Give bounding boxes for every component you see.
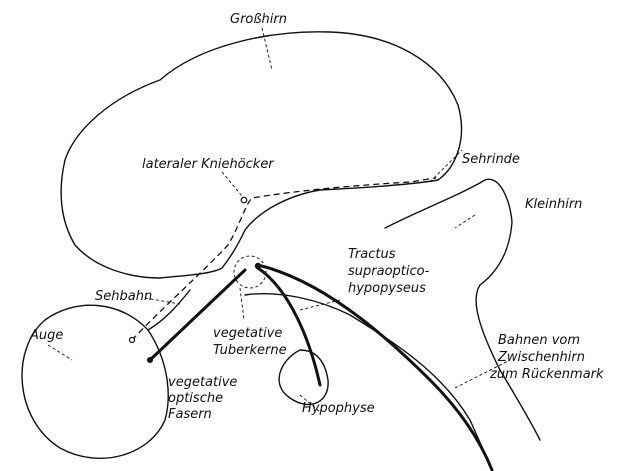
label-veg-opt-3: Fasern (168, 407, 212, 422)
leader-kniehoecker (222, 172, 242, 196)
nucleus-dot-1 (255, 263, 261, 269)
nucleus-dot-2 (147, 357, 153, 363)
optic-stalk (148, 290, 190, 330)
label-bahnen-1: Bahnen vom (498, 333, 580, 348)
label-veg-tuber-2: Tuberkerne (213, 343, 287, 358)
label-kleinhirn: Kleinhirn (525, 197, 582, 212)
label-tractus-1: Tractus (348, 247, 396, 262)
label-sehbahn: Sehbahn (95, 289, 152, 304)
label-bahnen-3: zum Rückenmark (489, 367, 604, 382)
label-bahnen-2: Zwischenhirn (497, 350, 585, 365)
leader-kleinhirn (455, 215, 475, 228)
label-veg-tuber-1: vegetative (213, 326, 282, 341)
retina-dot (130, 338, 135, 343)
label-sehrinde: Sehrinde (462, 152, 520, 167)
label-auge: Auge (29, 328, 63, 343)
leader-tuber (240, 288, 244, 320)
leader-grosshirn (262, 28, 272, 70)
brainstem-outline (385, 179, 540, 440)
label-lateraler-kniehoecker: lateraler Kniehöcker (142, 157, 275, 172)
label-tractus-3: hypopyseus (348, 281, 426, 296)
label-hypophyse: Hypophyse (302, 401, 375, 416)
pituitary-outline (279, 350, 328, 404)
lateral-geniculate-dot (241, 197, 247, 203)
label-grosshirn: Großhirn (230, 12, 287, 27)
label-veg-opt-1: vegetative (168, 375, 237, 390)
cerebrum-outline (61, 32, 461, 278)
label-tractus-2: supraoptico- (348, 264, 430, 279)
label-veg-opt-2: optische (168, 391, 223, 406)
leader-auge (48, 345, 72, 360)
brainstem-front-edge (245, 294, 490, 465)
